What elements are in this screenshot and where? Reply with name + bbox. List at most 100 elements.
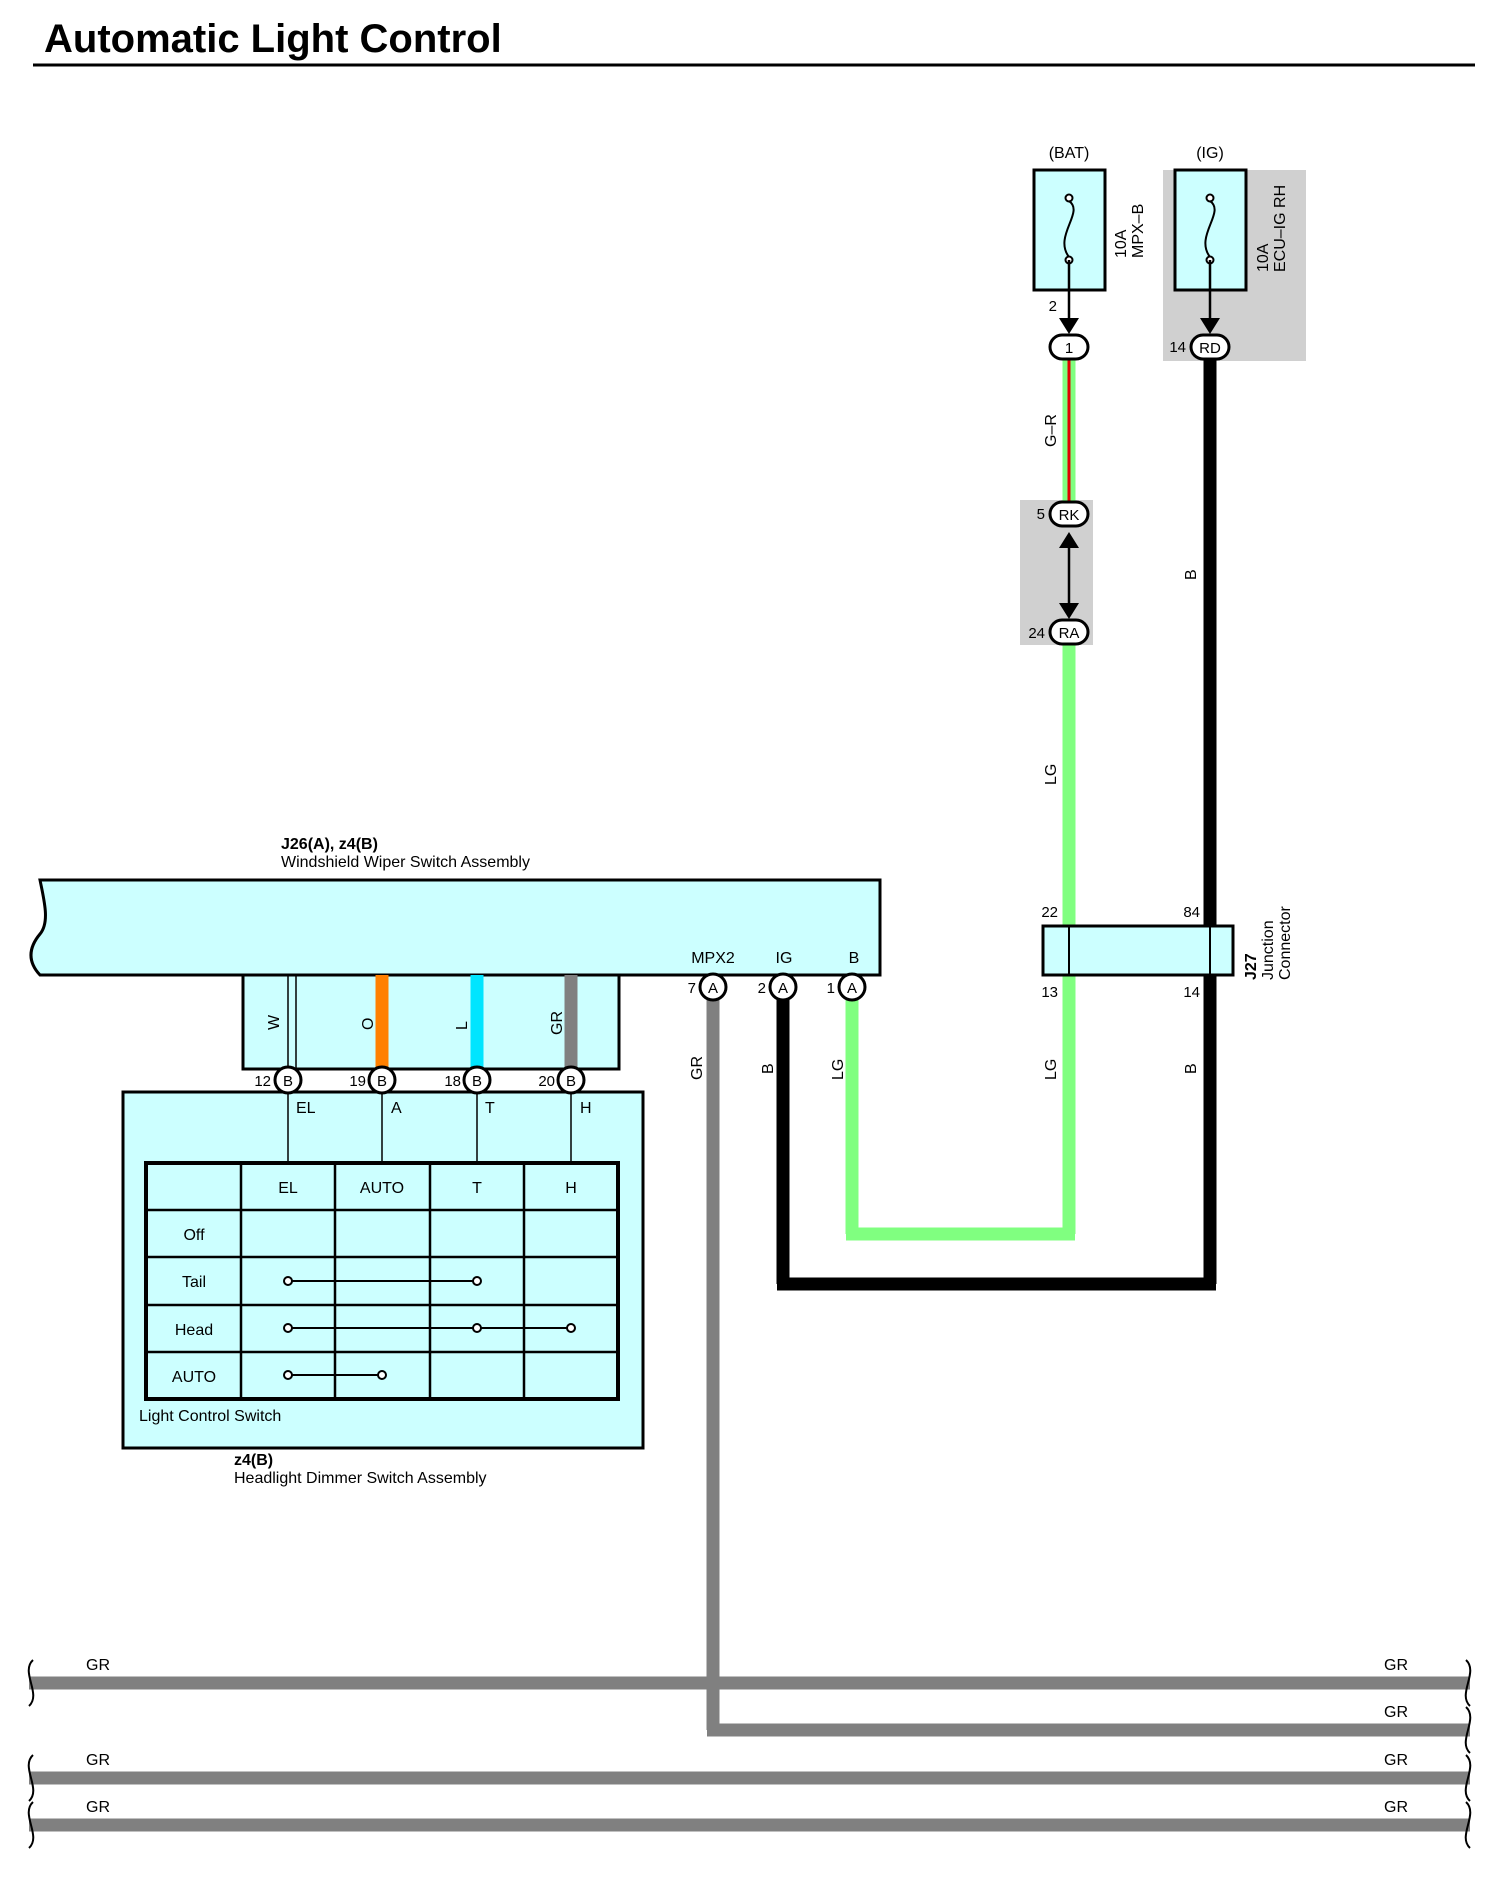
bus-label-right-3: GR (1384, 1752, 1408, 1769)
table-row-auto: AUTO (172, 1369, 216, 1386)
bus-label-right-1: GR (1384, 1657, 1408, 1674)
wire-label-b: B (760, 1063, 777, 1074)
wire-label-o: O (360, 1018, 377, 1030)
terminal-el: EL (296, 1100, 316, 1117)
connector-rk-pin: 5 (1037, 506, 1045, 523)
connector-b-12: B (273, 1065, 303, 1095)
connector-b-19-pin: 19 (349, 1073, 366, 1090)
fuse-bat-pin: 2 (1049, 298, 1057, 315)
svg-text:B: B (472, 1073, 482, 1090)
wire-label-w: W (266, 1014, 283, 1030)
svg-text:B: B (566, 1073, 576, 1090)
junction-name-2: Connector (1277, 906, 1294, 980)
wiper-name: Windshield Wiper Switch Assembly (281, 854, 530, 871)
bus-label-left-1: GR (86, 1657, 110, 1674)
svg-text:A: A (708, 980, 718, 997)
table-header-auto: AUTO (360, 1180, 404, 1197)
table-header-h: H (565, 1180, 577, 1197)
svg-text:A: A (847, 980, 857, 997)
wire-label-lg: LG (1043, 764, 1060, 785)
connector-b-20: B (556, 1065, 586, 1095)
wiper-terminal-b: B (849, 950, 860, 967)
fuse-bat-name: MPX–B (1130, 204, 1147, 258)
connector-b-18: B (462, 1065, 492, 1095)
terminal-a: A (391, 1100, 402, 1117)
fuse-ig-name: ECU–IG RH (1272, 185, 1289, 272)
wire-label-lg: LG (830, 1059, 847, 1080)
wiper-terminal-ig: IG (776, 950, 793, 967)
headlight-dimmer-box (121, 1090, 645, 1450)
table-row-head: Head (175, 1322, 213, 1339)
wire-break-icon (27, 1659, 1472, 1849)
table-header-t: T (472, 1180, 482, 1197)
terminal-t: T (485, 1100, 495, 1117)
bus-label-left-4: GR (86, 1799, 110, 1816)
fuse-ig-rating: 10A (1255, 243, 1272, 272)
connector-1-label: 1 (1065, 340, 1073, 357)
table-row-tail: Tail (182, 1274, 206, 1291)
junction-code: J27 (1243, 953, 1260, 980)
ig-supply-label: (IG) (1196, 145, 1224, 162)
fuse-icon (1204, 193, 1216, 265)
connector-b-18-pin: 18 (444, 1073, 461, 1090)
connector-a-7: A (698, 972, 728, 1002)
wiper-switch-body (29, 878, 882, 977)
connector-ra-label: RA (1059, 625, 1080, 642)
fuse-ig-pin: 14 (1169, 339, 1186, 356)
connector-rk-label: RK (1059, 507, 1080, 524)
connector-a-2-pin: 2 (758, 980, 766, 997)
wiper-lower-box (241, 973, 621, 1071)
junction-pin-84: 84 (1183, 904, 1200, 921)
connector-rk: RK (1048, 500, 1090, 528)
page-title: Automatic Light Control (44, 17, 502, 61)
wire-label-b: B (1183, 1063, 1200, 1074)
bus-label-right-2: GR (1384, 1704, 1408, 1721)
continuity-head (283, 1323, 576, 1333)
table-header-el: EL (278, 1180, 298, 1197)
connector-b-12-pin: 12 (254, 1073, 271, 1090)
continuity-tail (283, 1276, 482, 1286)
svg-text:B: B (377, 1073, 387, 1090)
connector-ra: RA (1048, 618, 1090, 646)
connector-ra-pin: 24 (1028, 625, 1045, 642)
arrow-down-icon (1059, 603, 1079, 619)
dimmer-code: z4(B) (234, 1452, 273, 1469)
connector-a-1-pin: 1 (827, 980, 835, 997)
arrow-down-icon (1200, 318, 1220, 334)
connector-a-2: A (768, 972, 798, 1002)
junction-connector-j27 (1041, 924, 1235, 977)
arrow-up-icon (1059, 532, 1079, 548)
bat-supply-label: (BAT) (1049, 145, 1090, 162)
connector-rd: RD (1189, 333, 1231, 361)
fuse-icon (1063, 193, 1075, 265)
light-control-switch-table (144, 1161, 620, 1401)
junction-name-1: Junction (1260, 920, 1277, 980)
terminal-h: H (580, 1100, 592, 1117)
wire-label-g-r: G–R (1043, 414, 1060, 447)
junction-pin-13: 13 (1041, 984, 1058, 1001)
arrow-down-icon (1059, 318, 1079, 334)
svg-text:B: B (283, 1073, 293, 1090)
fuse-bat-rating: 10A (1113, 229, 1130, 258)
dimmer-name: Headlight Dimmer Switch Assembly (234, 1470, 487, 1487)
light-control-switch-caption: Light Control Switch (139, 1408, 281, 1425)
continuity-auto (283, 1370, 387, 1380)
junction-pin-14: 14 (1183, 984, 1200, 1001)
wire-label-gr: GR (689, 1056, 706, 1080)
wiper-code: J26(A), z4(B) (281, 836, 378, 853)
connector-1: 1 (1048, 333, 1090, 361)
bus-label-left-3: GR (86, 1752, 110, 1769)
connector-b-19: B (367, 1065, 397, 1095)
wire-label-lg: LG (1043, 1059, 1060, 1080)
wire-label-b: B (1183, 569, 1200, 580)
connector-a-7-pin: 7 (688, 980, 696, 997)
junction-pin-22: 22 (1041, 904, 1058, 921)
table-row-off: Off (183, 1227, 205, 1244)
connector-a-1: A (837, 972, 867, 1002)
svg-text:A: A (778, 980, 788, 997)
connector-rd-label: RD (1199, 340, 1221, 357)
wire-label-l: L (454, 1021, 471, 1030)
connector-b-20-pin: 20 (538, 1073, 555, 1090)
bus-label-right-4: GR (1384, 1799, 1408, 1816)
